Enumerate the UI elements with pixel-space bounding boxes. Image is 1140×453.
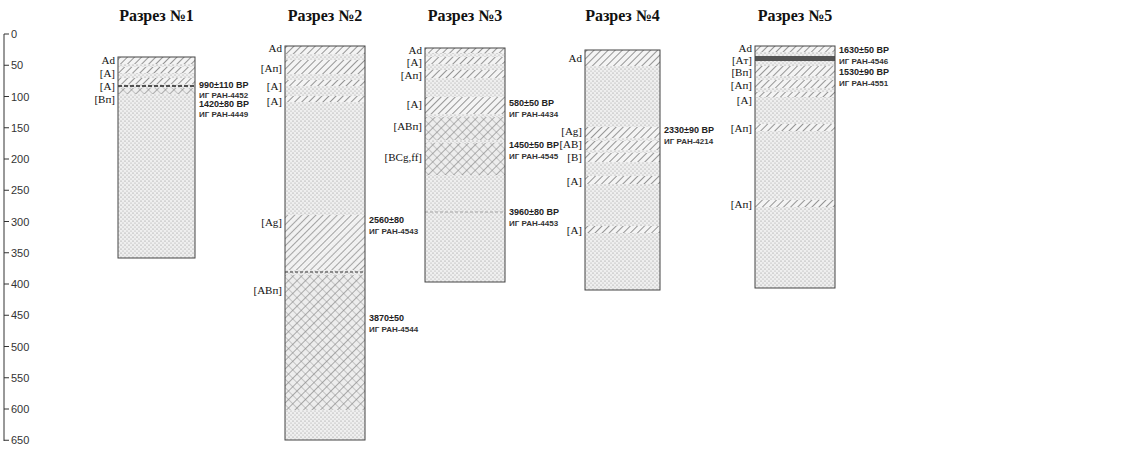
horizon-label: [A]	[100, 67, 115, 79]
lab-code: ИГ РАН-4545	[509, 152, 558, 161]
horizon-label: [Вп]	[94, 93, 115, 105]
depth-label: 300	[11, 216, 29, 228]
horizon-label: [A]	[567, 175, 582, 187]
radiocarbon-date: 1530±90 BP	[839, 67, 889, 77]
lab-code: ИГ РАН-4452	[199, 91, 248, 100]
lab-code: ИГ РАН-4214	[664, 137, 713, 146]
depth-label: 550	[11, 372, 29, 384]
soil-column	[118, 57, 195, 258]
radiocarbon-date: 3960±80 BP	[509, 207, 559, 217]
horizon-label: [A]	[407, 98, 422, 110]
section-title: Разрез №4	[585, 7, 660, 25]
lab-code: ИГ РАН-4453	[509, 219, 558, 228]
depth-label: 650	[11, 434, 29, 446]
radiocarbon-date: 990±110 BP	[199, 80, 248, 90]
horizon-label: [Ag]	[561, 125, 582, 137]
section-title: Разрез №5	[758, 7, 833, 25]
horizon-label: [A]	[737, 94, 752, 106]
horizon-label: [ABп]	[254, 284, 283, 296]
depth-label: 450	[11, 309, 29, 321]
radiocarbon-date: 580±50 BP	[509, 98, 554, 108]
depth-label: 350	[11, 247, 29, 259]
horizon-label: Ad	[269, 42, 282, 54]
depth-label: 600	[11, 403, 29, 415]
horizon-label: [A]	[407, 56, 422, 68]
horizon-label: [A]	[267, 80, 282, 92]
radiocarbon-date: 2560±80	[369, 215, 404, 225]
soil-column	[425, 48, 505, 282]
horizon-label: [Aп]	[731, 198, 752, 210]
radiocarbon-date: 1450±50 BP	[509, 140, 559, 150]
horizon-label: Ad	[409, 44, 422, 56]
lab-code: ИГ РАН-4449	[199, 110, 248, 119]
horizon-label: Ad	[739, 42, 752, 54]
soil-column	[585, 50, 660, 290]
horizon-label: [A]	[100, 80, 115, 92]
horizon-label: [BCg,ff]	[385, 151, 422, 163]
horizon-label: [A]	[567, 224, 582, 236]
radiocarbon-date: 1420±80 BP	[199, 99, 249, 109]
horizon-label: Ad	[102, 54, 115, 66]
horizon-label: [Aп]	[731, 122, 752, 134]
depth-label: 200	[11, 153, 29, 165]
depth-label: 100	[11, 91, 29, 103]
lab-code: ИГ РАН-4551	[839, 79, 888, 88]
section-title: Разрез №3	[428, 7, 503, 25]
depth-label: 500	[11, 341, 29, 353]
lab-code: ИГ РАН-4544	[369, 325, 418, 334]
horizon-label: [Aп]	[261, 62, 282, 74]
horizon-label: [Aп]	[731, 79, 752, 91]
radiocarbon-date: 1630±50 BP	[839, 45, 889, 55]
soil-column	[285, 46, 365, 440]
section-title: Разрез №1	[119, 7, 194, 25]
horizon-label: Ad	[569, 52, 582, 64]
depth-label: 50	[11, 59, 23, 71]
horizon-label: [A]	[267, 95, 282, 107]
depth-label: 400	[11, 278, 29, 290]
lab-code: ИГ РАН-4546	[839, 57, 888, 66]
lab-code: ИГ РАН-4543	[369, 227, 418, 236]
depth-label: 0	[11, 28, 17, 40]
horizon-label: [Aт]	[732, 54, 752, 66]
radiocarbon-date: 2330±90 BP	[664, 125, 714, 135]
depth-label: 250	[11, 184, 29, 196]
section-title: Разрез №2	[288, 7, 363, 25]
horizon-label: [Ag]	[261, 216, 282, 228]
soil-column	[755, 46, 835, 288]
horizon-label: [ABп]	[394, 120, 423, 132]
horizon-label: [Вп]	[731, 66, 752, 78]
horizon-label: [Aп]	[401, 69, 422, 81]
lab-code: ИГ РАН-4434	[509, 110, 558, 119]
depth-axis	[4, 34, 9, 441]
radiocarbon-date: 3870±50	[369, 313, 404, 323]
horizon-label: [AB]	[559, 138, 582, 150]
horizon-label: [B]	[567, 151, 582, 163]
depth-label: 150	[11, 122, 29, 134]
